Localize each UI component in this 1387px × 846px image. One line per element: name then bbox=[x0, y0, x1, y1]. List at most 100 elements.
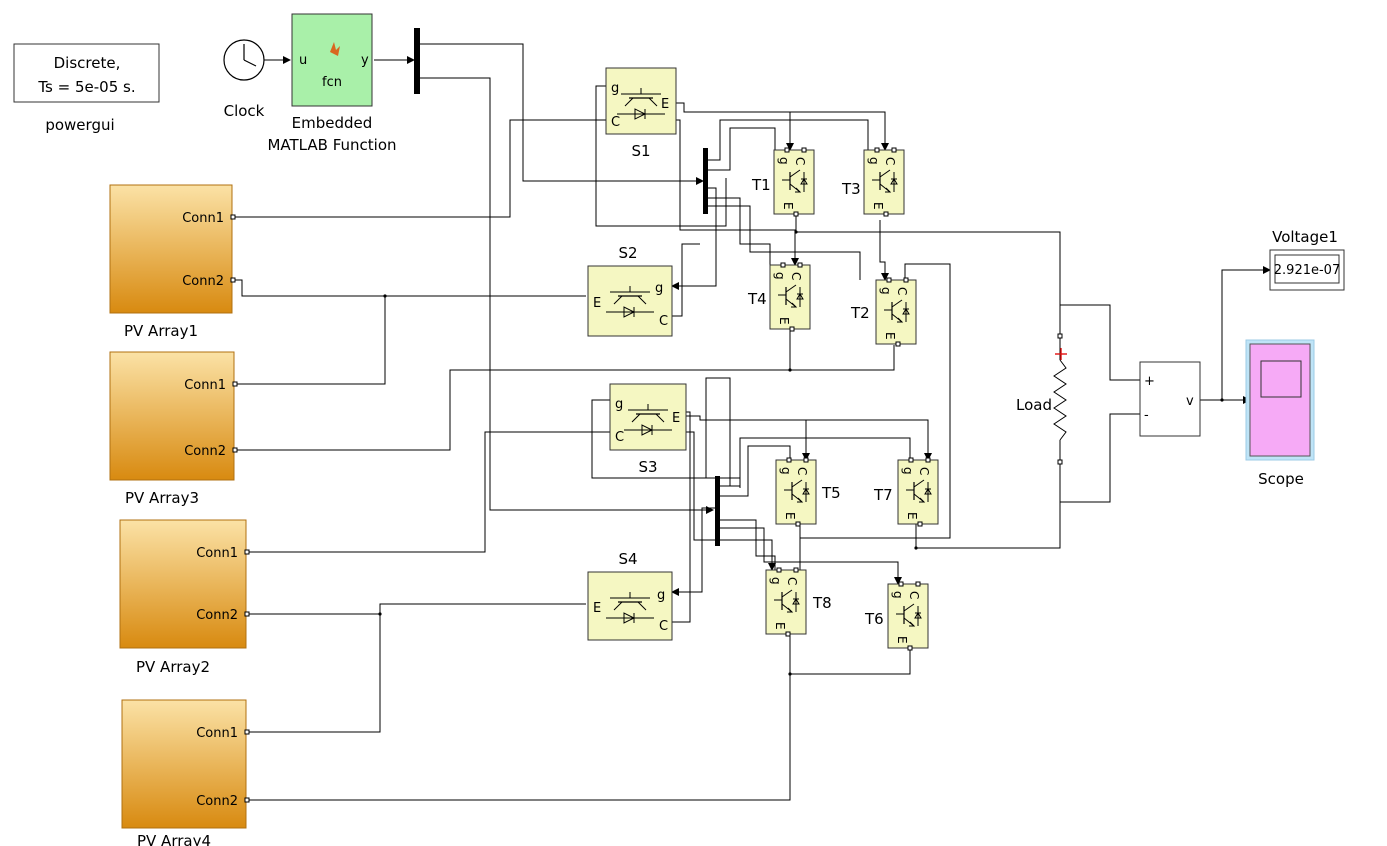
t1-e-port: E bbox=[781, 202, 795, 210]
display-value: 2.921e-07 bbox=[1274, 263, 1340, 278]
s4-label: S4 bbox=[618, 550, 637, 568]
clock-block[interactable] bbox=[223, 39, 265, 81]
pv-array-1-label: PV Array1 bbox=[124, 322, 198, 340]
load-label: Load bbox=[1016, 396, 1052, 414]
s1-label: S1 bbox=[631, 142, 650, 160]
t4-g-port: g bbox=[773, 272, 787, 280]
t5-e-port: E bbox=[783, 512, 797, 520]
t4-c-port: C bbox=[789, 272, 803, 280]
scope-label: Scope bbox=[1258, 470, 1304, 488]
wire-s1-e-t3 bbox=[676, 102, 889, 151]
s1-g-port: g bbox=[611, 81, 619, 96]
pv-array-2-label: PV Array3 bbox=[125, 489, 199, 507]
signal-wires bbox=[234, 43, 1271, 801]
t8-g-port: g bbox=[769, 577, 783, 585]
scope-block[interactable] bbox=[1245, 339, 1315, 461]
t5-g-port: g bbox=[779, 467, 793, 475]
wire-pv2-conn2 bbox=[248, 603, 586, 615]
voltage-measurement-block[interactable]: + - v bbox=[1139, 361, 1201, 437]
wire-pv4-conn1 bbox=[248, 614, 381, 733]
wire-pv3-conn1 bbox=[236, 296, 386, 385]
s1-switch-block[interactable]: g C E bbox=[605, 67, 677, 135]
scope-screen-icon bbox=[1260, 360, 1302, 398]
t7-e-port: E bbox=[905, 512, 919, 520]
wire-pv1-conn2 bbox=[234, 279, 586, 297]
powergui-block[interactable]: Discrete, Ts = 5e-05 s. bbox=[13, 43, 160, 103]
t3-e-port: E bbox=[871, 202, 885, 210]
s2-g-port: g bbox=[655, 281, 663, 296]
embedded-matlab-function-block[interactable]: u y fcn bbox=[291, 13, 373, 107]
wire-mux2-t7g bbox=[720, 437, 911, 487]
wire-mux1-t3g bbox=[708, 119, 869, 161]
t7-c-port: C bbox=[917, 467, 931, 475]
wire-s3-c-t8 bbox=[686, 431, 776, 571]
wire-s4-c bbox=[672, 411, 691, 623]
vm-plus-port: + bbox=[1144, 374, 1155, 389]
pv-array-1-conn1-port: Conn1 bbox=[182, 211, 224, 226]
wire-mux1-t4g bbox=[708, 197, 771, 265]
pv-array-3-conn1-port: Conn1 bbox=[196, 546, 238, 561]
t2-g-port: g bbox=[879, 287, 893, 295]
load-block[interactable] bbox=[1053, 333, 1067, 465]
fcn-text: fcn bbox=[322, 75, 342, 90]
t6-c-port: C bbox=[907, 591, 921, 599]
s3-switch-block[interactable]: g C E bbox=[609, 383, 687, 451]
t8-label: T8 bbox=[812, 594, 832, 612]
s1-c-port: C bbox=[611, 115, 620, 130]
mux2-block[interactable] bbox=[715, 476, 720, 546]
s3-c-port: C bbox=[615, 430, 624, 445]
vm-out-port: v bbox=[1186, 394, 1194, 409]
wire-mux2-t5g bbox=[720, 445, 791, 497]
t7-label: T7 bbox=[873, 486, 893, 504]
fcn-label-line1: Embedded bbox=[292, 114, 373, 132]
t3-c-port: C bbox=[883, 157, 897, 165]
t3-label: T3 bbox=[841, 180, 861, 198]
pv-array-4-conn2-port: Conn2 bbox=[196, 794, 238, 809]
wire-t8-t6 bbox=[789, 636, 911, 675]
mux1-block[interactable] bbox=[703, 148, 708, 214]
wire-load-vminus bbox=[1060, 413, 1140, 503]
s2-c-port: C bbox=[659, 314, 668, 329]
t8-c-port: C bbox=[785, 577, 799, 585]
wire-t1-load-top bbox=[795, 214, 1061, 336]
wire-mux2-loop bbox=[705, 377, 731, 486]
s2-switch-block[interactable]: E g C bbox=[587, 265, 673, 337]
t5-label: T5 bbox=[821, 484, 841, 502]
wire-t3-t2 bbox=[879, 220, 889, 281]
fcn-label-line2: MATLAB Function bbox=[267, 136, 396, 154]
powergui-label: powergui bbox=[45, 116, 114, 134]
t4-e-port: E bbox=[777, 317, 791, 325]
t1-g-port: g bbox=[777, 157, 791, 165]
s3-e-port: E bbox=[672, 411, 680, 426]
s4-g-port: g bbox=[657, 588, 665, 603]
t1-label: T1 bbox=[751, 176, 771, 194]
voltage-display-block[interactable]: 2.921e-07 bbox=[1269, 249, 1345, 291]
fcn-in-port: u bbox=[299, 53, 307, 68]
wire-mux1-t2g bbox=[708, 205, 861, 280]
s2-e-port: E bbox=[593, 296, 601, 311]
pv-array-4-label: PV Array4 bbox=[137, 832, 211, 846]
wire-s1-c-t4 bbox=[676, 119, 799, 266]
wire-load-vplus bbox=[1060, 304, 1140, 381]
powergui-ts-text: Ts = 5e-05 s. bbox=[37, 78, 135, 96]
t1-c-port: C bbox=[793, 157, 807, 165]
s3-g-port: g bbox=[615, 397, 623, 412]
wire-demux-mux2 bbox=[420, 77, 714, 514]
demux-block[interactable] bbox=[414, 28, 420, 94]
wire-mux2-t6g bbox=[720, 527, 902, 585]
s4-switch-block[interactable]: E g C bbox=[587, 571, 673, 641]
display-label: Voltage1 bbox=[1272, 228, 1338, 246]
